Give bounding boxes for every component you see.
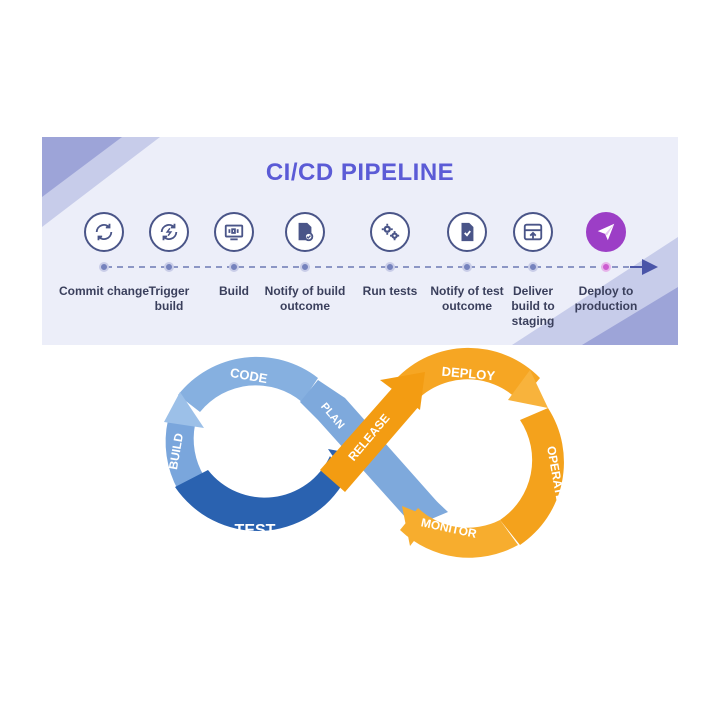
build-label: BUILD [166, 432, 186, 471]
corner-decoration-top-left [42, 137, 678, 345]
deploy-label: DEPLOY [441, 364, 496, 384]
step-run-tests-dot [385, 262, 395, 272]
deploy-segment [395, 347, 540, 408]
step-notify-build-label: Notify of build outcome [264, 284, 346, 313]
step-trigger-build-icon-circle [149, 212, 189, 252]
step-notify-test-label: Notify of test outcome [430, 284, 504, 313]
build-segment [165, 420, 204, 490]
step-notify-build-icon-circle [285, 212, 325, 252]
step-notify-test-icon-circle [447, 212, 487, 252]
gears-icon [381, 223, 400, 241]
upload-box-icon [523, 223, 543, 241]
step-deliver-staging-icon-circle [513, 212, 553, 252]
paper-plane-icon [597, 223, 615, 241]
clipboard-check-icon [461, 222, 474, 242]
step-notify-test-dot [462, 262, 472, 272]
step-trigger-build-dot [164, 262, 174, 272]
test-label: TEST [235, 522, 276, 539]
step-deploy-production-icon-circle [586, 212, 626, 252]
step-deliver-staging-label: Deliver build to staging [511, 284, 555, 328]
refresh-bolt-icon [160, 223, 178, 241]
code-screen-icon [224, 224, 244, 241]
step-commit-change-dot [99, 262, 109, 272]
pipeline-connector [106, 259, 658, 275]
step-trigger-build-label: Trigger build [148, 284, 190, 313]
code-label: CODE [229, 365, 269, 386]
step-run-tests-icon-circle [370, 212, 410, 252]
step-commit-change-icon-circle [84, 212, 124, 252]
document-check-icon [298, 222, 314, 242]
build-arrow-head [164, 392, 204, 428]
step-deploy-production-dot [601, 262, 611, 272]
release-ribbon [320, 385, 420, 492]
step-notify-build-dot [300, 262, 310, 272]
monitor-arrow-head [402, 506, 432, 546]
deploy-arrow-head [508, 370, 548, 408]
step-build-dot [229, 262, 239, 272]
test-segment [175, 456, 345, 531]
step-deploy-production-label: Deploy to production [574, 284, 638, 313]
step-build-icon-circle [214, 212, 254, 252]
cicd-banner: CI/CD PIPELINE Commit change Trigger bui… [42, 137, 678, 345]
operate-segment [500, 408, 564, 545]
step-deliver-staging-dot [528, 262, 538, 272]
step-commit-change-label: Commit change [59, 284, 150, 298]
code-segment [178, 356, 318, 412]
refresh-icon [95, 223, 113, 241]
release-arrow-head [380, 372, 425, 410]
pipeline-title: CI/CD PIPELINE [265, 159, 455, 186]
step-run-tests-label: Run tests [362, 284, 418, 298]
pipeline-end-arrow [642, 259, 658, 275]
step-build-label: Build [219, 284, 249, 298]
